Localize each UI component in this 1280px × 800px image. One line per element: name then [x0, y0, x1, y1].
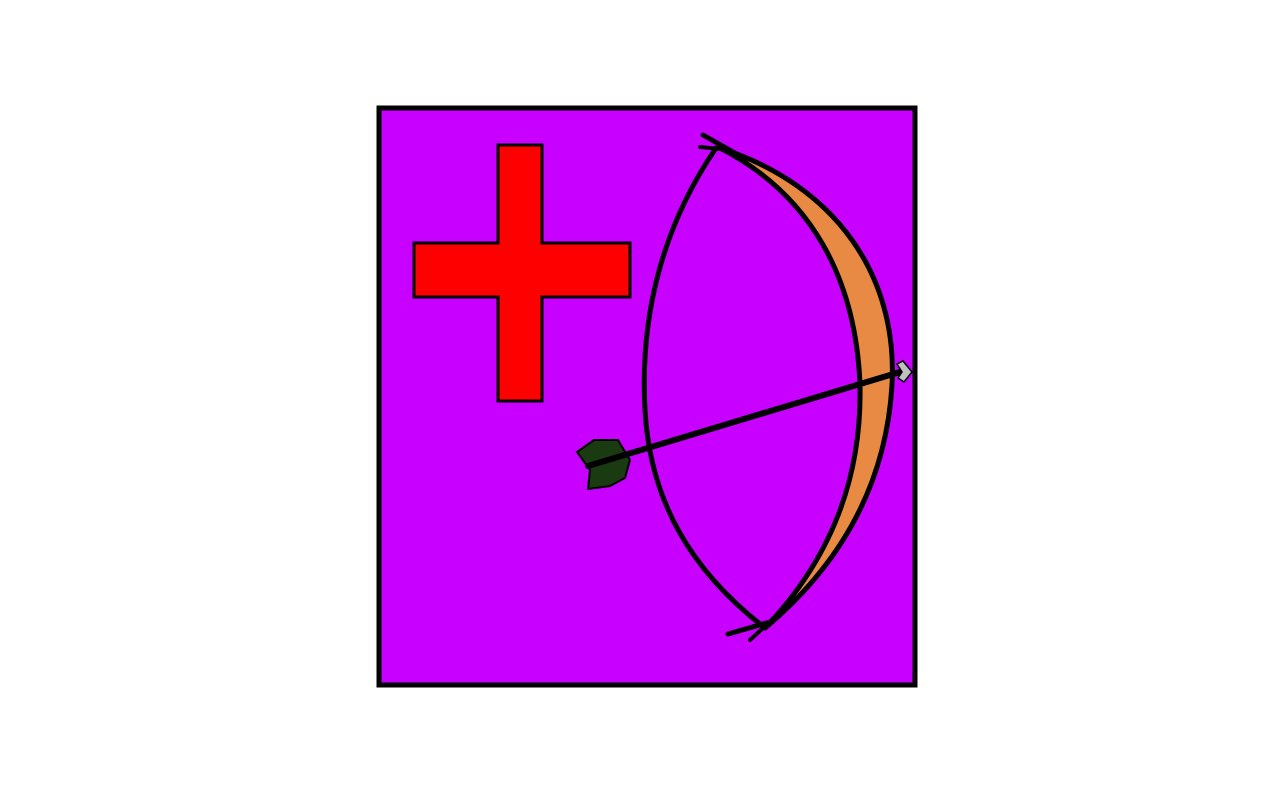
- bow-string: [641, 145, 768, 631]
- bow-tip-bottom-nock: [748, 616, 776, 642]
- bow-tip-top-nock: [698, 145, 732, 152]
- icon-background-panel: [376, 105, 918, 688]
- bow-tip-top: [700, 132, 745, 160]
- arrowhead: [895, 360, 913, 384]
- arrow-shaft: [585, 369, 903, 469]
- bow-tip-bottom: [725, 619, 773, 637]
- arrow-fletching: [575, 439, 632, 491]
- plus-icon: [412, 143, 632, 403]
